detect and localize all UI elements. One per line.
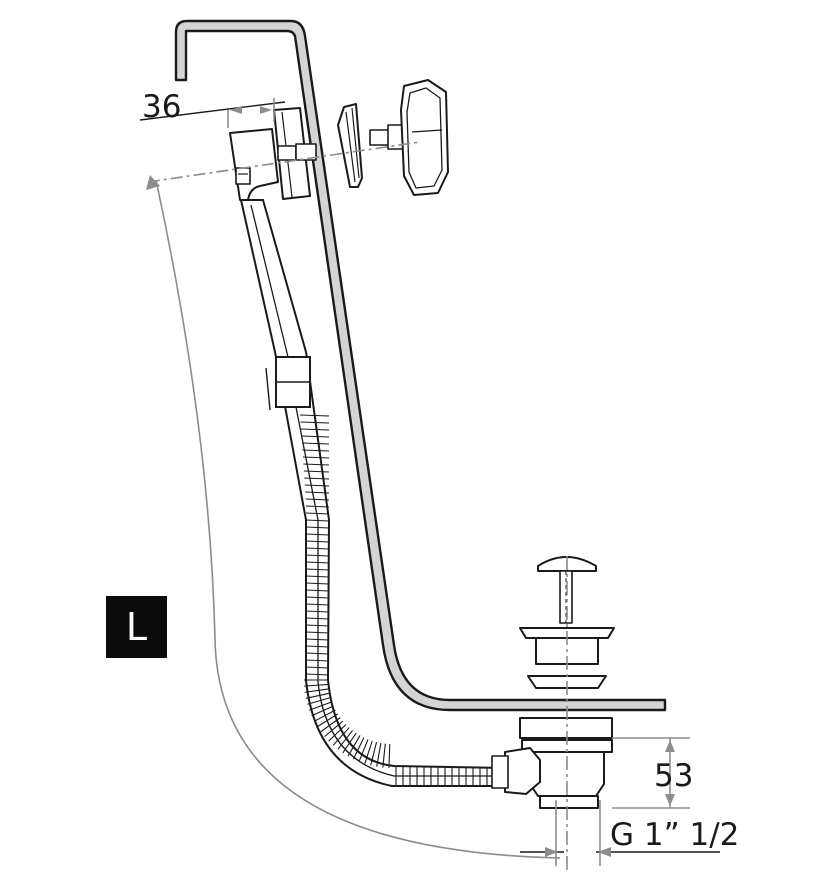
corrugation-rung — [304, 484, 330, 487]
corrugation-rung — [305, 505, 330, 508]
corrugation-rung — [352, 737, 365, 760]
corrugation-rung — [328, 724, 347, 742]
tub-wall-and-floor — [174, 19, 667, 712]
corrugation-rung — [388, 743, 391, 768]
waste-outlet — [539, 795, 599, 809]
corrugation-rung — [304, 683, 329, 687]
corrugation-rung — [305, 491, 330, 494]
hose-outer — [239, 199, 506, 787]
length-dim-curve — [155, 179, 561, 859]
overflow-screw — [369, 129, 391, 146]
length-label: L — [125, 605, 148, 649]
corrugation-rung — [309, 701, 333, 711]
corrugation-rung — [301, 435, 330, 438]
dim-drain-height: 53 — [654, 758, 693, 794]
corrugation-rung — [305, 512, 330, 515]
dim-thread: G 1” 1/2 — [610, 817, 739, 853]
length-label-badge: L — [106, 596, 167, 658]
corrugation-rung — [307, 697, 331, 705]
corrugation-rung — [304, 477, 330, 480]
hose-elbow — [504, 747, 541, 795]
dimension-lines — [139, 98, 720, 870]
corrugation-rung — [311, 705, 334, 717]
corrugation-rung — [376, 742, 382, 767]
corrugation-rung — [347, 735, 361, 757]
bathtub-profile — [174, 19, 667, 712]
corrugation-rung — [364, 740, 373, 764]
corrugation-rung — [320, 717, 341, 733]
corrugation-rung — [337, 730, 354, 750]
corrugation-rung — [301, 442, 330, 445]
corrugation-rung — [302, 456, 330, 459]
corrugation-rung — [305, 692, 330, 699]
dim-overflow-offset: 36 — [142, 89, 181, 125]
corrugation-rung — [370, 741, 378, 766]
corrugation-rung — [324, 720, 344, 737]
corrugation-rung — [382, 743, 386, 768]
corrugation-rung — [358, 739, 369, 762]
corrugation-rung — [302, 449, 330, 452]
dimension-arrows — [146, 106, 675, 857]
overflow-clip — [235, 167, 251, 185]
corrugation-rung — [305, 498, 330, 501]
corrugation-rung — [304, 688, 329, 693]
corrugation-rung — [300, 428, 330, 431]
corrugation-rung — [299, 414, 330, 417]
overflow-hose — [239, 199, 506, 787]
waste-assembly — [491, 556, 615, 809]
corrugation-rung — [332, 727, 350, 746]
overflow-assembly — [229, 79, 449, 201]
corrugation-rung — [300, 421, 330, 424]
